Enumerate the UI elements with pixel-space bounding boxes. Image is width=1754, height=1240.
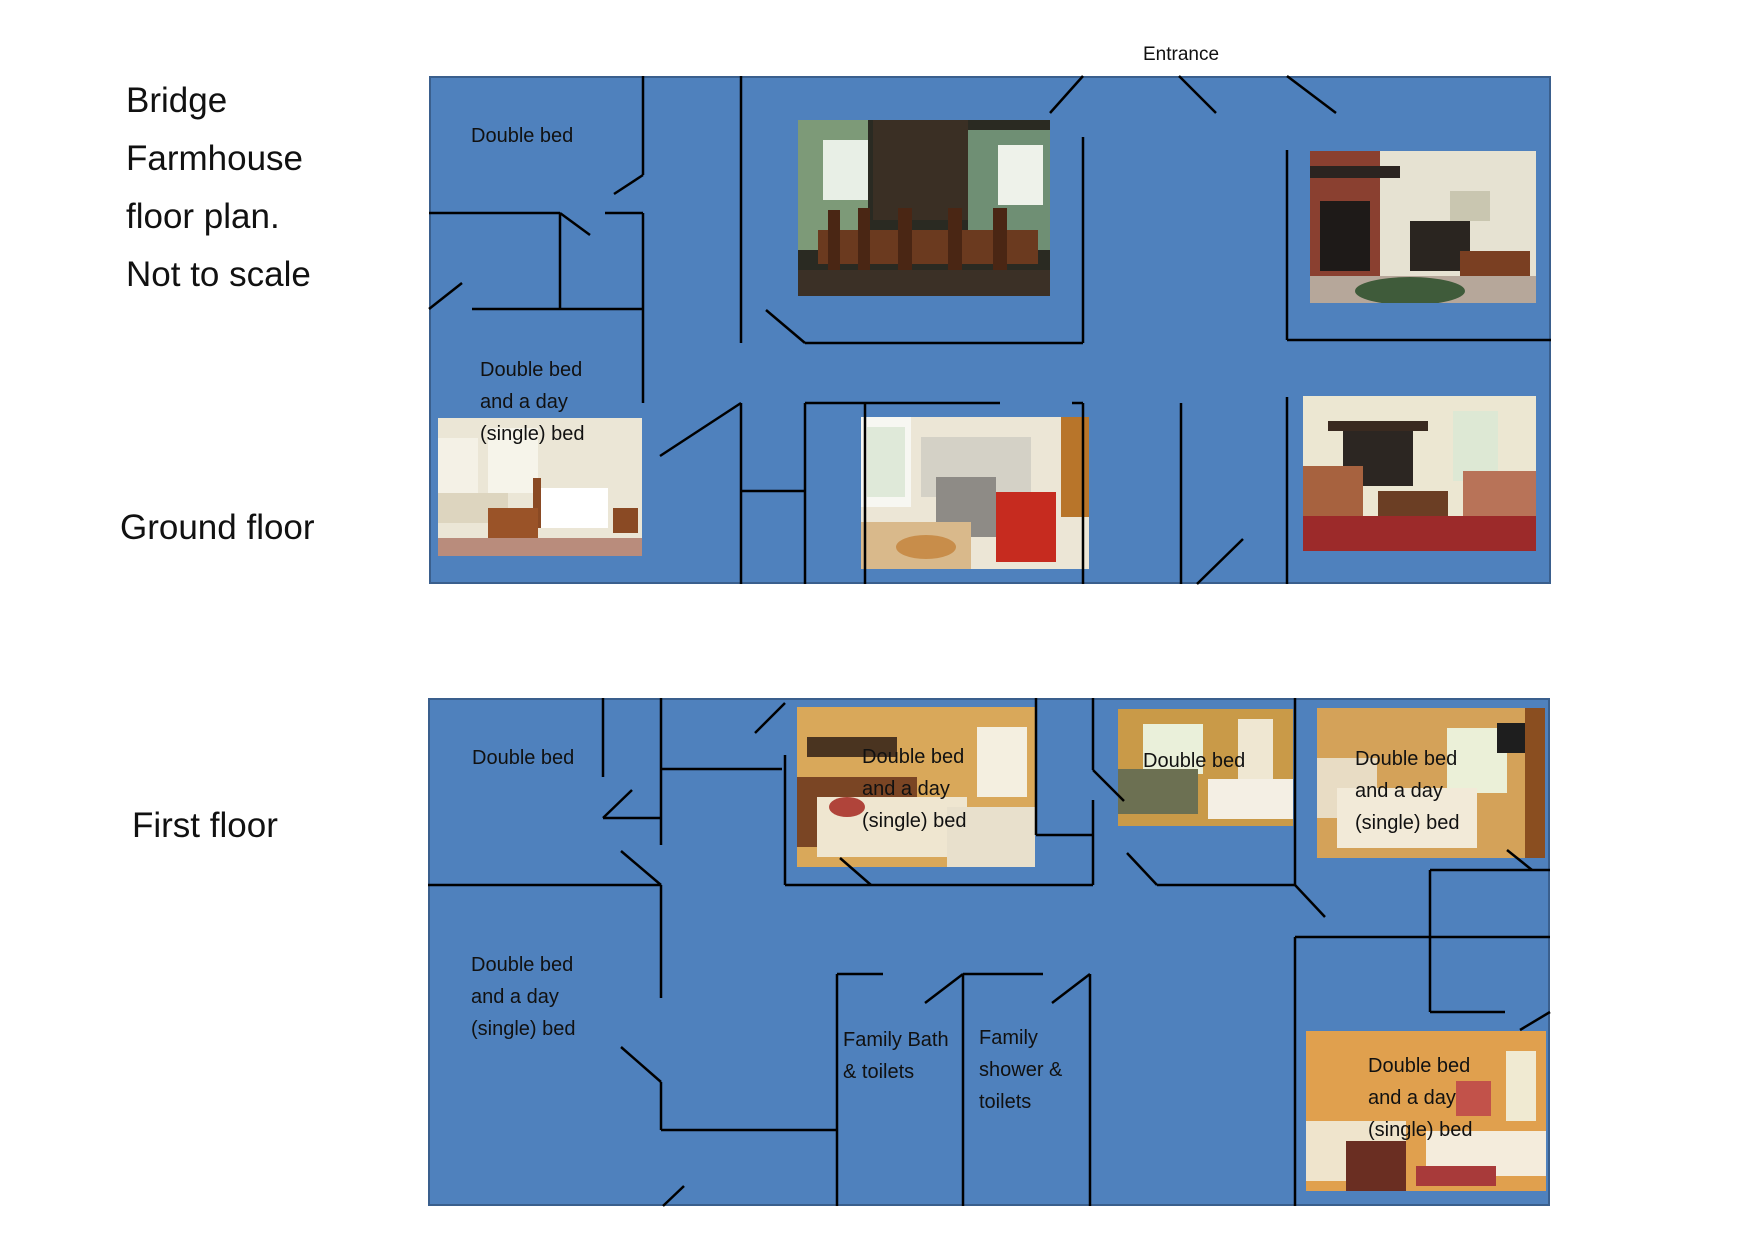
room-label-double-bed: Double bed — [1143, 745, 1245, 777]
first-floor-plan: Double bed Double bed and a day (single)… — [428, 698, 1550, 1206]
room-label-line: Double bed — [480, 359, 583, 381]
bedroom-photo — [1118, 709, 1293, 826]
room-label-line: (single) bed — [480, 423, 585, 445]
room-label-family-shower: Family shower & toilets — [979, 1022, 1062, 1118]
sitting-room-photo — [1303, 396, 1536, 551]
room-label-line: (single) bed — [471, 1018, 576, 1040]
bedroom-photo — [1306, 1031, 1546, 1191]
room-label-line: and a day — [480, 391, 568, 413]
first-floor-label: First floor — [132, 806, 278, 845]
room-label-double-bed: Double bed — [471, 120, 573, 152]
room-label-family-bath: Family Bath & toilets — [843, 1024, 949, 1088]
room-label-line: Double bed — [1355, 748, 1458, 770]
plan-title: Bridge Farmhouse floor plan. Not to scal… — [126, 72, 311, 304]
room-label-line: and a day — [471, 986, 559, 1008]
room-label-line: and a day — [862, 778, 950, 800]
room-label-line: Double bed — [471, 954, 574, 976]
room-label-double-day-bed: Double bed and a day (single) bed — [862, 741, 967, 837]
room-label-line: toilets — [979, 1091, 1032, 1113]
room-label-line: and a day — [1355, 780, 1443, 802]
room-label-line: Double bed — [1143, 750, 1246, 772]
kitchen-photo — [861, 417, 1089, 569]
bedroom-photo — [438, 418, 642, 556]
room-label-line: (single) bed — [1368, 1119, 1473, 1141]
room-label-line: and a day — [1368, 1087, 1456, 1109]
room-label-double-day-bed: Double bed and a day (single) bed — [1355, 743, 1460, 839]
ground-floor-label: Ground floor — [120, 508, 315, 547]
room-label-line: (single) bed — [1355, 812, 1460, 834]
room-label-line: Double bed — [862, 746, 965, 768]
room-label-line: Double bed — [472, 747, 575, 769]
room-label-line: Family — [979, 1027, 1038, 1049]
room-label-double-day-bed: Double bed and a day (single) bed — [1368, 1050, 1473, 1146]
ground-floor-plan: Double bed Double bed and a day (single)… — [429, 76, 1551, 584]
room-label-line: (single) bed — [862, 810, 967, 832]
bedroom-photo — [797, 707, 1035, 867]
dining-room-photo — [798, 120, 1050, 296]
room-label-line: Family Bath — [843, 1029, 949, 1051]
bedroom-photo — [1317, 708, 1545, 858]
room-label-double-day-bed: Double bed and a day (single) bed — [480, 354, 585, 450]
room-label-line: & toilets — [843, 1061, 915, 1083]
room-label-double-bed: Double bed — [472, 742, 574, 774]
title-line: floor plan. — [126, 197, 280, 236]
title-line: Farmhouse — [126, 139, 304, 178]
room-label-line: Double bed — [1368, 1055, 1471, 1077]
entrance-label: Entrance — [1143, 44, 1220, 65]
title-line: Not to scale — [126, 255, 311, 294]
fireplace-room-photo — [1310, 151, 1536, 303]
room-label-line: shower & — [979, 1059, 1063, 1081]
title-line: Bridge — [126, 81, 228, 120]
room-label-double-day-bed: Double bed and a day (single) bed — [471, 949, 576, 1045]
room-label-line: Double bed — [471, 125, 574, 147]
